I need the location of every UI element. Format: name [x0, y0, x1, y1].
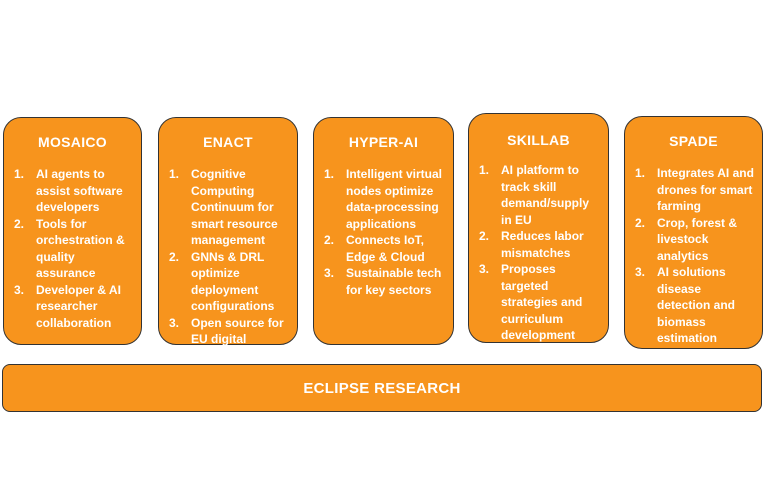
project-card-enact: ENACT 1. Cognitive Computing Continuum fo…: [158, 117, 298, 363]
list-item: 1. Cognitive Computing Continuum for smar…: [169, 166, 289, 249]
item-number: 1.: [635, 166, 646, 180]
item-number: 2.: [169, 249, 180, 264]
item-number: 2.: [635, 215, 646, 230]
item-text: Integrates AI and drones for smart farmi…: [657, 166, 754, 213]
card-title: HYPER-AI: [348, 134, 419, 150]
item-text: AI solutions disease detection and bioma…: [657, 265, 736, 345]
item-number: 3.: [169, 315, 180, 330]
card-list: 1. Cognitive Computing Continuum for smar…: [159, 166, 297, 364]
eclipse-research-banner: ECLIPSE RESEARCH: [2, 364, 762, 412]
item-number: 3.: [635, 265, 646, 279]
project-card-mosaico: MOSAICO 1. AI agents to assist software d…: [3, 117, 142, 345]
item-text: GNNs & DRL optimize deployment configura…: [191, 249, 275, 314]
item-number: 1.: [324, 167, 335, 181]
item-text: Crop, forest & livestock analytics: [657, 215, 738, 263]
item-number: 2.: [479, 229, 490, 243]
item-number: 2.: [14, 216, 25, 231]
list-item: 3. Developer & AI researcher collaboratio…: [14, 282, 133, 332]
item-number: 1.: [14, 167, 25, 181]
list-item: 1. AI agents to assist software developer…: [14, 166, 133, 216]
item-text: AI agents to assist software developers: [36, 167, 123, 214]
list-item: 3. Proposes targeted strategies and curri…: [479, 261, 600, 344]
list-item: 2. Tools for orchestration & quality assu…: [14, 216, 133, 282]
list-item: 2. Crop, forest & livestock analytics: [635, 215, 754, 265]
item-number: 2.: [324, 233, 335, 247]
item-text: Cognitive Computing Continuum for smart …: [191, 167, 278, 247]
card-list: 1. Intelligent virtual nodes optimize dat…: [314, 166, 453, 298]
item-text: Reduces labor mismatches: [501, 229, 584, 260]
item-number: 1.: [169, 167, 180, 181]
list-item: 2. GNNs & DRL optimize deployment configu…: [169, 249, 289, 315]
list-item: 1. Intelligent virtual nodes optimize dat…: [324, 166, 445, 232]
item-text: AI platform to track skill demand/supply…: [501, 163, 590, 227]
card-title: SPADE: [669, 133, 718, 149]
card-title: SKILLAB: [507, 132, 570, 148]
card-list: 1. AI agents to assist software developer…: [4, 166, 141, 331]
list-item: 2. Reduces labor mismatches: [479, 228, 600, 261]
list-item: 3. Open source for EU digital sovereignty: [169, 315, 289, 365]
item-text: Intelligent virtual nodes optimize data-…: [346, 167, 443, 231]
list-item: 2. Connects IoT, Edge & Cloud: [324, 232, 445, 265]
item-text: Developer & AI researcher collaboration: [36, 282, 121, 330]
project-card-skillab: SKILLAB 1. AI platform to track skill dem…: [468, 113, 609, 343]
item-text: Tools for orchestration & quality assura…: [36, 216, 125, 281]
list-item: 3. Sustainable tech for key sectors: [324, 265, 445, 298]
card-title: ENACT: [203, 134, 253, 150]
card-list: 1. AI platform to track skill demand/supp…: [469, 162, 608, 344]
card-list: 1. Integrates AI and drones for smart far…: [625, 165, 762, 347]
list-item: 1. Integrates AI and drones for smart far…: [635, 165, 754, 215]
item-number: 3.: [324, 266, 335, 280]
card-title: MOSAICO: [38, 134, 107, 150]
item-text: Connects IoT, Edge & Cloud: [346, 233, 425, 264]
item-number: 3.: [479, 262, 490, 276]
list-item: 3. AI solutions disease detection and bio…: [635, 264, 754, 347]
item-number: 1.: [479, 163, 490, 177]
item-text: Open source for EU digital sovereignty: [191, 315, 284, 363]
list-item: 1. AI platform to track skill demand/supp…: [479, 162, 600, 228]
item-number: 3.: [14, 282, 25, 297]
project-card-hyper-ai: HYPER-AI 1. Intelligent virtual nodes opt…: [313, 117, 454, 345]
item-text: Proposes targeted strategies and curricu…: [501, 262, 583, 342]
project-card-spade: SPADE 1. Integrates AI and drones for sma…: [624, 116, 763, 349]
item-text: Sustainable tech for key sectors: [346, 266, 442, 297]
